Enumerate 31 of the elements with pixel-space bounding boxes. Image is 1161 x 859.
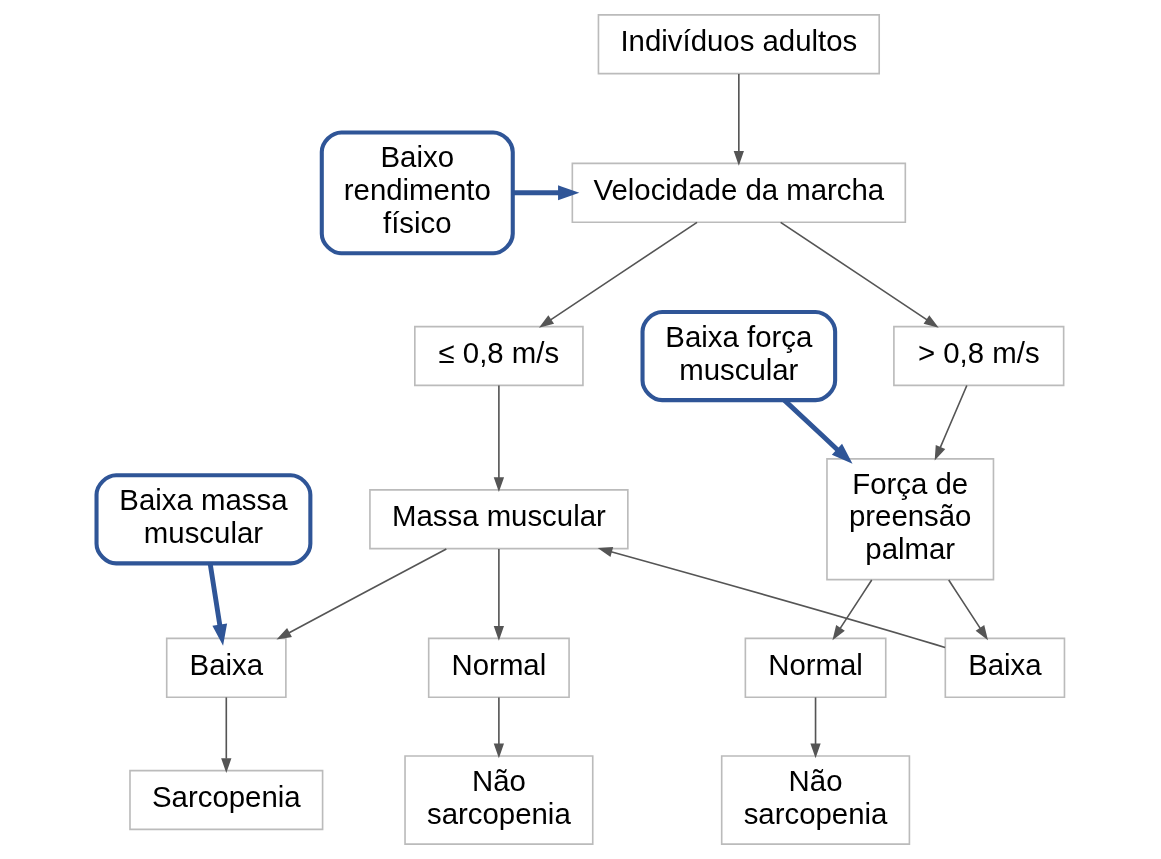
node-box: Força de preensão palmar xyxy=(826,458,995,581)
node-box: Normal xyxy=(427,637,570,698)
arrow xyxy=(832,579,873,641)
arrow xyxy=(779,221,939,328)
arrow xyxy=(947,579,988,641)
node-box: ≤ 0,8 m/s xyxy=(414,325,584,387)
arrow xyxy=(513,185,580,201)
node-box: Massa muscular xyxy=(369,489,629,550)
arrow xyxy=(934,384,968,461)
node-box: Velocidade da marcha xyxy=(571,162,907,223)
node-box: Não sarcopenia xyxy=(404,755,594,845)
arrow xyxy=(597,547,946,649)
arrow xyxy=(733,73,744,166)
node-box: > 0,8 m/s xyxy=(893,325,1065,387)
node-box: Não sarcopenia xyxy=(720,755,911,845)
node-box: Sarcopenia xyxy=(129,769,324,831)
node-box: Baixa massa muscular xyxy=(94,473,313,566)
arrow xyxy=(493,384,505,493)
node-box: Baixa xyxy=(944,637,1066,698)
arrow xyxy=(276,548,448,640)
node-box: Baixa xyxy=(165,637,287,698)
arrow xyxy=(493,548,505,641)
node-box: Baixo rendimento físico xyxy=(319,130,515,256)
arrow xyxy=(810,696,821,759)
node-box: Normal xyxy=(744,637,887,698)
arrow xyxy=(493,696,505,759)
arrow xyxy=(207,563,228,646)
node-box: Baixa força muscular xyxy=(640,309,838,403)
arrow xyxy=(538,221,698,328)
node-box: Indivíduos adultos xyxy=(597,14,881,75)
arrow xyxy=(221,696,232,773)
